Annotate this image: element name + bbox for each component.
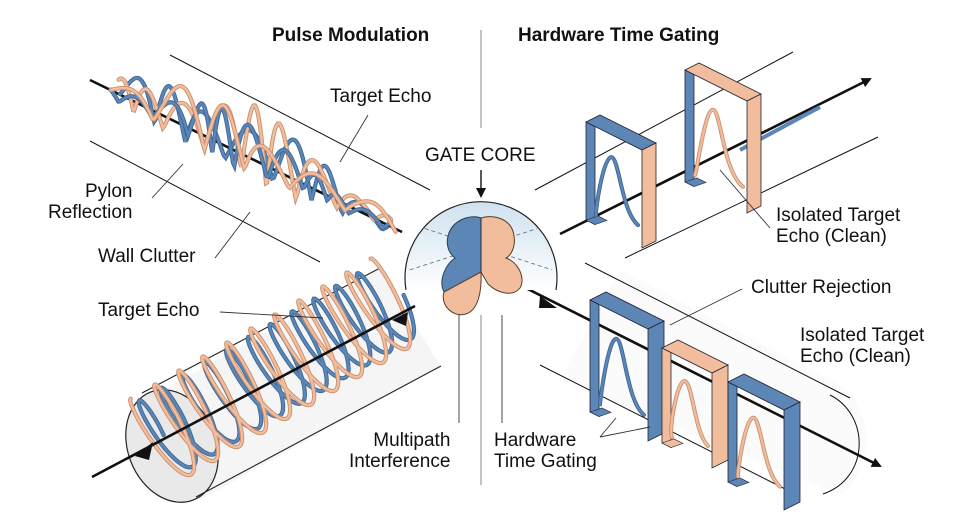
multipath-cylinder [91, 256, 442, 503]
label-target-echo-top: Target Echo [330, 86, 432, 107]
clutter-rejection-gates [489, 262, 882, 511]
gate-core-label: GATE CORE [425, 145, 536, 166]
arrow-icon [135, 442, 153, 460]
pulse-modulation-tube [89, 54, 431, 263]
signal-axis-bottom-right [489, 268, 882, 468]
title-pulse-modulation: Pulse Modulation [272, 25, 430, 46]
label-clutter-rejection: Clutter Rejection [751, 277, 892, 298]
gate-frame-4 [661, 339, 729, 469]
label-multipath-interference: Multipath Interference [349, 430, 451, 472]
gate-frame-3 [589, 291, 665, 442]
title-hardware-time-gating: Hardware Time Gating [518, 25, 720, 46]
gate-core [404, 170, 558, 316]
core-peach-lobe [480, 216, 523, 294]
gate-frame-1 [585, 114, 657, 249]
label-isolated-echo-top: Isolated Target Echo (Clean) [776, 205, 901, 247]
label-isolated-echo-bottom: Isolated Target Echo (Clean) [800, 325, 925, 367]
leader-lines [151, 114, 771, 438]
label-target-echo-bottom: Target Echo [98, 300, 200, 321]
clutter-echo-wave-core [109, 84, 397, 233]
label-pylon-reflection: Pylon Reflection [48, 181, 133, 223]
label-wall-clutter: Wall Clutter [98, 246, 196, 267]
signal-axis-top-right [559, 77, 872, 236]
gate-frame-5 [727, 373, 801, 511]
target-echo-wave-core [117, 77, 393, 222]
hardware-gating-top [534, 51, 879, 259]
arrow-icon [392, 312, 408, 326]
label-hardware-time-gating: Hardware Time Gating [494, 430, 597, 472]
arrow-icon [539, 296, 557, 308]
gate-frame-2 [684, 62, 762, 214]
core-peach-bottom-lobe [442, 271, 482, 316]
multipath-peach-wave-core [128, 257, 412, 477]
